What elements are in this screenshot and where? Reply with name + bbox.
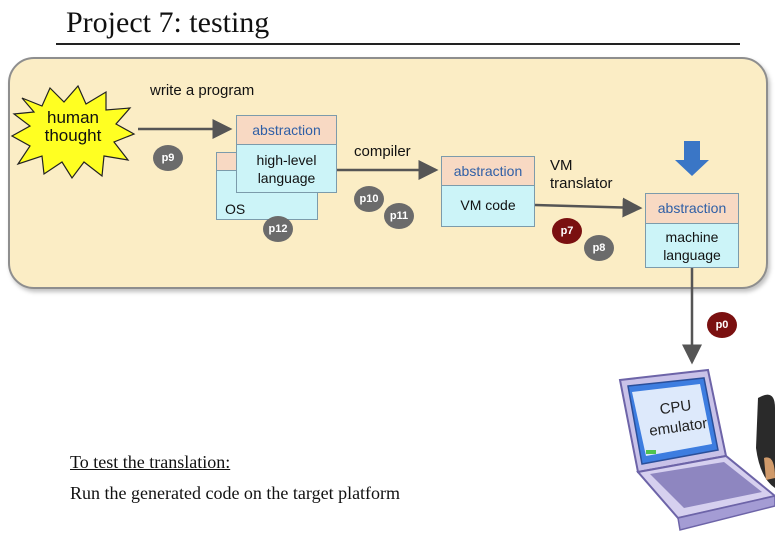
high-level-language-label: high-level language	[237, 145, 336, 192]
vm-code-box: abstraction VM code	[441, 156, 535, 227]
badge-p7: p7	[552, 218, 582, 244]
diagram-panel	[8, 57, 768, 289]
badge-p12: p12	[263, 216, 293, 242]
write-program-label: write a program	[150, 82, 255, 99]
human-thought-label: human thought	[44, 108, 102, 145]
starburst-shape	[10, 84, 136, 180]
badge-p10: p10	[354, 186, 384, 212]
machine-language-box: abstraction machine language	[645, 193, 739, 268]
laptop-icon	[618, 368, 775, 531]
footer-heading: To test the translation:	[70, 452, 231, 472]
vm-code-label: VM code	[442, 186, 534, 226]
footer-body: Run the generated code on the target pla…	[70, 483, 401, 503]
title-underline	[56, 43, 740, 45]
badge-p11: p11	[384, 203, 414, 229]
abstraction-label: abstraction	[442, 157, 534, 186]
abstraction-label: abstraction	[237, 116, 336, 145]
abstraction-label: abstraction	[646, 194, 738, 224]
badge-p0: p0	[707, 312, 737, 338]
high-level-language-box: abstraction high-level language	[236, 115, 337, 193]
down-arrow-icon	[675, 141, 709, 176]
machine-language-label: machine language	[646, 224, 738, 267]
badge-p8: p8	[584, 235, 614, 261]
slide-title: Project 7: testing	[66, 6, 270, 39]
vm-translator-label: VM translator	[550, 157, 613, 192]
badge-p9: p9	[153, 145, 183, 171]
compiler-label: compiler	[354, 143, 411, 160]
